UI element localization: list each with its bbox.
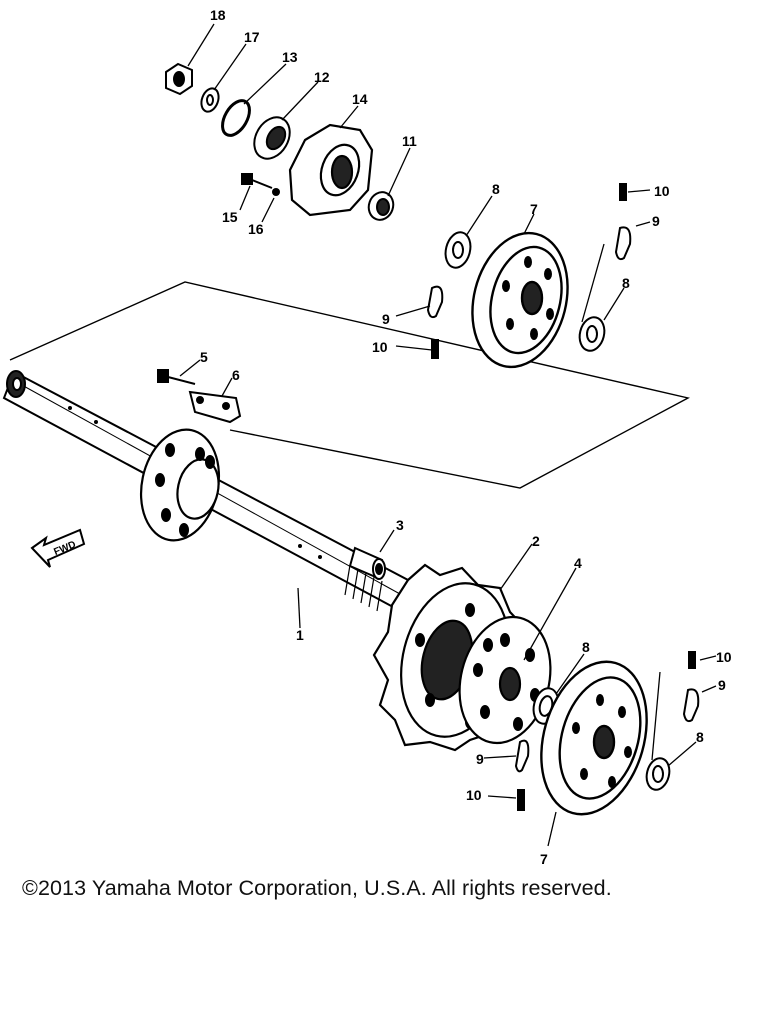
copyright-notice: ©2013 Yamaha Motor Corporation, U.S.A. A… <box>22 876 612 900</box>
callout-5: 5 <box>200 349 208 365</box>
shaft-flange <box>139 428 221 542</box>
callout-16: 16 <box>248 221 264 237</box>
washer-part-16 <box>272 188 280 196</box>
bolt-part-15 <box>241 173 273 189</box>
idler-wheel-part-7-upper <box>471 231 569 369</box>
callout-9-d: 9 <box>476 751 484 767</box>
callout-15: 15 <box>222 209 238 225</box>
flange-plate-part-4 <box>458 615 552 745</box>
callout-8-a: 8 <box>492 181 500 197</box>
callout-7-a: 7 <box>530 201 538 217</box>
nut-part-18 <box>165 62 193 96</box>
callout-17: 17 <box>244 29 260 45</box>
callout-8-d: 8 <box>696 729 704 745</box>
callout-9-b: 9 <box>382 311 390 327</box>
callout-4: 4 <box>574 555 582 571</box>
callout-6: 6 <box>232 367 240 383</box>
callout-14: 14 <box>352 91 368 107</box>
assembly-guide-box <box>9 281 690 489</box>
callout-9-c: 9 <box>718 677 726 693</box>
bearing-part-8-upper-left <box>444 231 472 269</box>
circlip-part-13 <box>221 99 251 137</box>
callout-10-a: 10 <box>654 183 670 199</box>
callout-10-d: 10 <box>466 787 482 803</box>
forward-arrow-icon: FWD <box>30 528 86 568</box>
callout-8-c: 8 <box>582 639 590 655</box>
bearing-part-8-lower-right <box>645 757 671 791</box>
callout-10-b: 10 <box>372 339 388 355</box>
collar-part-3 <box>348 546 386 580</box>
seal-part-11 <box>367 191 395 221</box>
bolt-and-bracket-parts-5-6 <box>157 369 242 424</box>
clip-and-bolt-upper <box>426 183 632 359</box>
callout-1: 1 <box>296 627 304 643</box>
leader-lines <box>179 23 717 847</box>
exploded-parts-diagram: FWD 18 17 13 1 <box>2 7 732 867</box>
housing-part-14 <box>288 123 374 217</box>
callout-10-c: 10 <box>716 649 732 665</box>
callout-3: 3 <box>396 517 404 533</box>
callout-labels: 18 17 13 12 14 11 15 16 8 7 10 9 9 10 8 … <box>200 7 732 867</box>
bearing-part-8-upper-right <box>578 316 606 352</box>
clip-and-bolt-lower <box>514 651 700 811</box>
washer-part-17 <box>200 87 220 113</box>
callout-8-b: 8 <box>622 275 630 291</box>
bearing-part-12 <box>253 116 291 160</box>
callout-13: 13 <box>282 49 298 65</box>
callout-18: 18 <box>210 7 226 23</box>
callout-9-a: 9 <box>652 213 660 229</box>
idler-wheel-part-7-lower <box>540 660 648 816</box>
callout-12: 12 <box>314 69 330 85</box>
callout-2: 2 <box>532 533 540 549</box>
callout-11: 11 <box>402 133 417 149</box>
callout-7-b: 7 <box>540 851 548 867</box>
